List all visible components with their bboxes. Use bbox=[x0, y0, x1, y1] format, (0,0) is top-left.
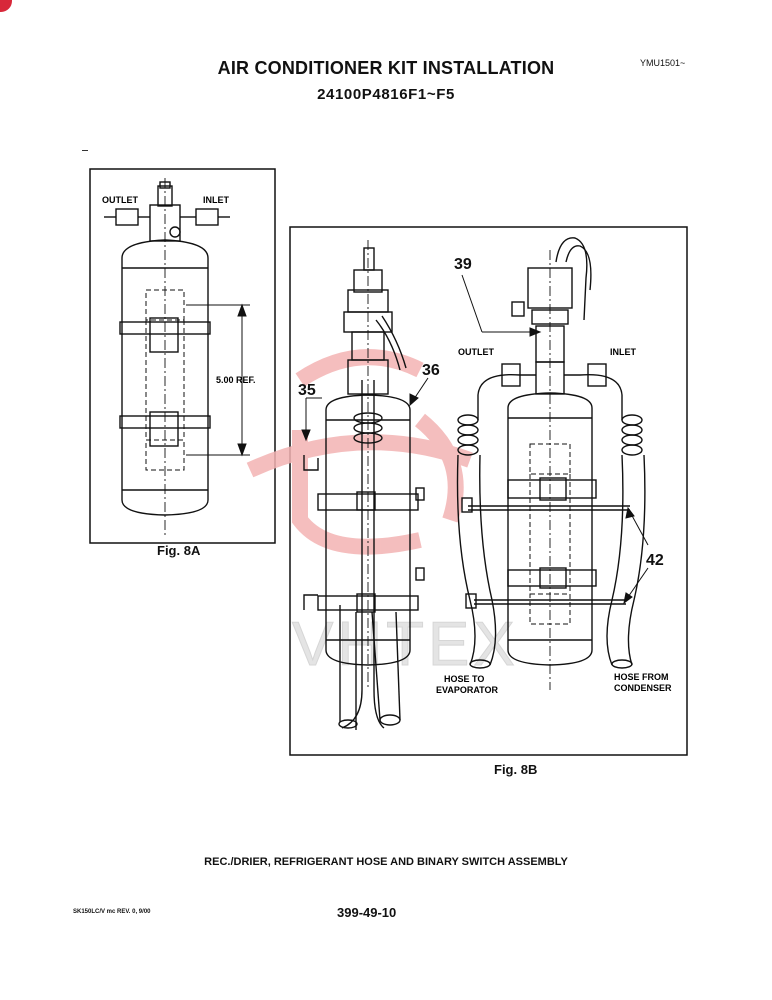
page-number: 399-49-10 bbox=[337, 905, 397, 920]
dimension-label: 5.00 REF. bbox=[216, 375, 256, 385]
callouts-8b: 35 36 39 42 bbox=[298, 256, 664, 569]
callout-39: 39 bbox=[454, 256, 472, 273]
figure-8a-caption: Fig. 8A bbox=[157, 543, 201, 558]
hose-from-line2: CONDENSER bbox=[614, 683, 672, 693]
figure-8b-frame bbox=[289, 226, 688, 756]
drier-right bbox=[456, 237, 646, 669]
inlet-label-8a: INLET bbox=[203, 195, 230, 205]
callout-36: 36 bbox=[422, 362, 440, 379]
dimension-8a bbox=[186, 303, 250, 457]
leaders-8b bbox=[301, 274, 649, 605]
page-title: AIR CONDITIONER KIT INSTALLATION bbox=[217, 58, 555, 78]
figure-8b-caption: Fig. 8B bbox=[494, 762, 538, 777]
assembly-title: REC./DRIER, REFRIGERANT HOSE AND BINARY … bbox=[204, 856, 568, 868]
inlet-label-8b: INLET bbox=[610, 347, 637, 357]
drier-hidden-8a bbox=[145, 289, 185, 471]
doc-code: YMU1501~ bbox=[640, 58, 686, 68]
figure-8a-frame bbox=[89, 168, 276, 544]
callout-35: 35 bbox=[298, 382, 316, 399]
outlet-label-8a: OUTLET bbox=[102, 195, 138, 205]
outlet-label-8b: OUTLET bbox=[458, 347, 494, 357]
centerlines-8b bbox=[367, 240, 551, 690]
margin-mark bbox=[82, 150, 88, 151]
part-number: 24100P4816F1~F5 bbox=[317, 86, 455, 103]
callout-42: 42 bbox=[646, 552, 664, 569]
revision-note: SK150LC/V mc REV. 0, 9/00 bbox=[73, 909, 151, 915]
hose-to-line1: HOSE TO bbox=[444, 674, 484, 684]
watermark-logo bbox=[246, 349, 473, 555]
hose-to-line2: EVAPORATOR bbox=[436, 685, 499, 695]
hose-from-line1: HOSE FROM bbox=[614, 672, 669, 682]
